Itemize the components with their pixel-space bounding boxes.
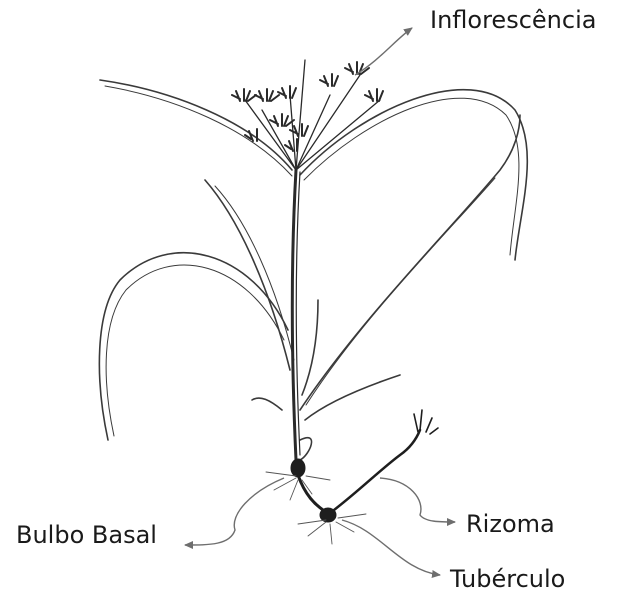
label-tuberculo: Tubérculo xyxy=(450,567,565,591)
leaf-left-droop xyxy=(99,253,288,440)
inflorescence xyxy=(232,60,383,170)
leaf-mid-left xyxy=(205,180,290,370)
callout-arrows xyxy=(185,28,455,575)
arrow-bulbo xyxy=(185,478,284,545)
arrow-inflorescencia xyxy=(355,28,412,75)
stem xyxy=(292,170,300,460)
rhizome-branch xyxy=(334,430,420,510)
arrow-tuberculo xyxy=(342,520,440,575)
leaf-right-arch xyxy=(300,90,527,260)
label-rizoma: Rizoma xyxy=(466,512,555,536)
leaves xyxy=(99,80,527,460)
arrow-rizoma xyxy=(380,478,455,522)
label-inflorescencia: Inflorescência xyxy=(430,8,596,32)
label-bulbo-basal: Bulbo Basal xyxy=(16,523,157,547)
